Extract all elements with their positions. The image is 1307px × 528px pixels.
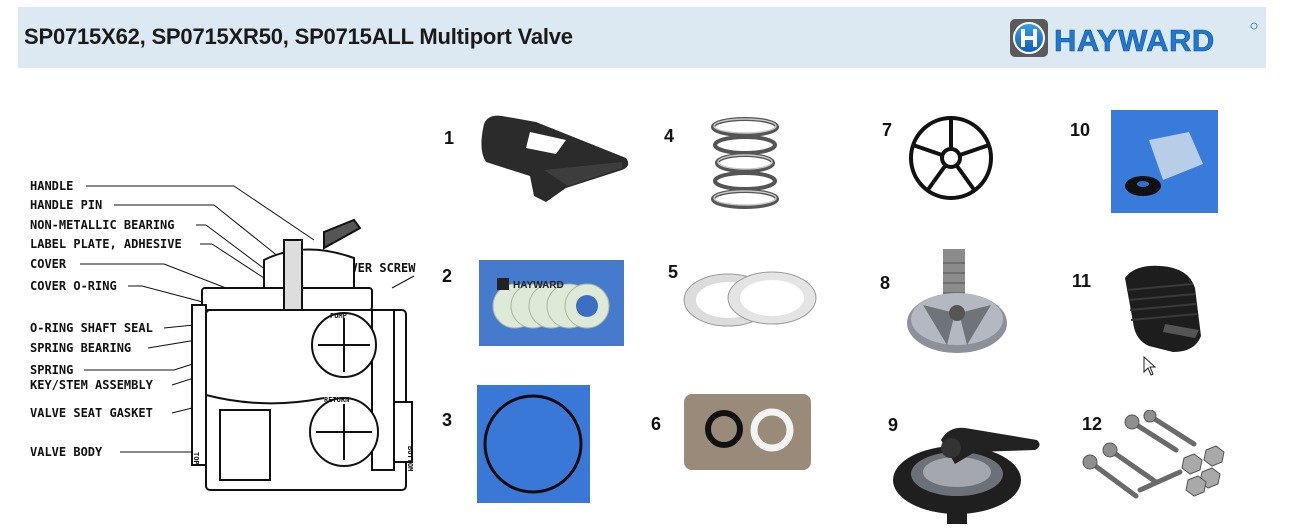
hayward-logo: HAYWARD [1010,19,1258,58]
brand-wordmark: HAYWARD [1054,23,1215,58]
label-key-stem-assembly: KEY/STEM ASSEMBLY [30,378,154,392]
part-image-cover-assembly [893,427,1040,524]
part-number-9: 9 [888,415,899,435]
label-label-plate: LABEL PLATE, ADHESIVE [30,237,182,251]
part-image-cover-o-ring [477,385,590,503]
label-handle: HANDLE [30,179,73,193]
part-number-3: 3 [442,410,453,430]
label-valve-seat-gasket: VALVE SEAT GASKET [30,406,153,420]
label-o-ring-shaft-seal: O-RING SHAFT SEAL [30,321,153,335]
part-image-bearing-washers [683,271,817,327]
part-image-key-stem-assembly [907,249,1007,353]
page-title: SP0715X62, SP0715XR50, SP0715ALL Multipo… [24,24,573,49]
label-non-metallic-bearing: NON-METALLIC BEARING [30,218,175,232]
part-image-shaft-seal [684,394,811,470]
body-text-bottom: BOTTOM [406,446,414,471]
label-spring: SPRING [30,363,73,377]
body-text-pump: PUMP [330,312,347,320]
label-cover-screw: COVER SCREW [336,261,416,275]
part-number-7: 7 [882,120,893,140]
part-number-8: 8 [880,273,891,293]
part-number-2: 2 [442,266,453,286]
body-text-return: RETURN [324,396,349,404]
part-image-cover-screws [1082,410,1225,499]
part-number-10: 10 [1070,120,1091,140]
part-number-1: 1 [444,128,455,148]
body-text-top: TOP [192,452,200,465]
header-banner: SP0715X62, SP0715XR50, SP0715ALL Multipo… [18,7,1266,68]
label-valve-body: VALVE BODY [30,445,103,459]
part-number-4: 4 [664,126,675,146]
part-number-6: 6 [651,414,662,434]
part-image-drain-plug [1125,265,1201,352]
part-number-11: 11 [1072,271,1092,291]
part-image-spring [711,117,779,209]
part-image-valve-seat-gasket [909,116,993,200]
mouse-cursor-icon [1143,356,1157,376]
part-image-gaskets: HAYWARD [479,260,624,346]
part-image-handle [481,115,629,202]
diagram-labels: HANDLE HANDLE PIN NON-METALLIC BEARING L… [30,179,416,459]
valve-body-drawing [191,218,413,491]
part-number-5: 5 [668,262,679,282]
part-number-12: 12 [1082,414,1103,434]
label-cover-o-ring: COVER O-RING [30,279,117,293]
label-handle-pin: HANDLE PIN [30,198,102,212]
label-spring-bearing: SPRING BEARING [30,341,131,355]
gasket-bag-brand: HAYWARD [513,280,564,291]
valve-exploded-diagram: HANDLE HANDLE PIN NON-METALLIC BEARING L… [30,179,416,491]
part-image-sight-glass [1111,110,1218,213]
label-cover: COVER [30,257,67,271]
body-text: PUMP RETURN BOTTOM TOP [192,312,414,471]
